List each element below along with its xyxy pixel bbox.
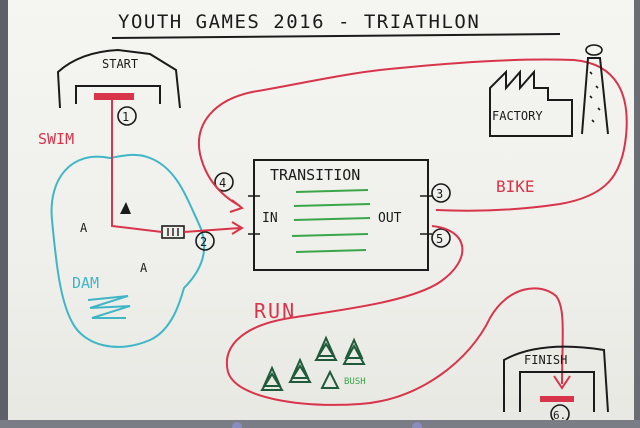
board-edge — [0, 0, 8, 428]
transition-in-label: IN — [262, 211, 278, 226]
svg-text:1: 1 — [122, 110, 129, 124]
transition-label: TRANSITION — [270, 166, 360, 184]
dam-label: DAM — [72, 274, 99, 292]
finish-gate — [503, 345, 609, 413]
transition-area — [248, 159, 432, 271]
bike-label: BIKE — [496, 177, 535, 196]
factory-label: FACTORY — [492, 109, 543, 123]
checkpoint-3: 3 — [431, 183, 451, 203]
checkpoint-5: 5 — [431, 228, 451, 248]
board-edge — [0, 420, 640, 428]
svg-text:6.: 6. — [553, 409, 566, 422]
buoy-marker — [120, 202, 131, 214]
svg-text:3: 3 — [436, 187, 443, 201]
title-underline — [111, 33, 561, 39]
svg-text:4: 4 — [219, 176, 226, 190]
bike-route — [198, 58, 628, 212]
bush-trees — [260, 335, 366, 391]
run-label: RUN — [254, 299, 296, 323]
board-edge — [634, 0, 640, 428]
svg-text:5: 5 — [436, 232, 443, 246]
buoy-marker: A — [140, 261, 148, 275]
swim-label: SWIM — [38, 130, 74, 148]
factory-icon — [489, 44, 609, 137]
bike-rack-lines — [291, 189, 371, 253]
binder-hole — [412, 422, 422, 428]
checkpoint-2: 2 — [195, 231, 215, 251]
water-waves — [87, 295, 131, 319]
finish-label: FINISH — [524, 353, 567, 367]
binder-hole — [232, 422, 242, 428]
diagram-title: YOUTH GAMES 2016 - TRIATHLON — [118, 11, 480, 33]
run-route — [225, 225, 564, 406]
bush-label: BUSH — [344, 377, 366, 387]
checkpoint-1: 1 — [117, 106, 137, 126]
route-to-transition-arrow — [183, 221, 244, 235]
start-label: START — [102, 57, 138, 71]
dam-lake — [50, 153, 206, 348]
checkpoint-4: 4 — [214, 172, 234, 192]
svg-text:2: 2 — [200, 235, 207, 249]
buoy-marker: A — [80, 221, 88, 235]
transition-out-label: OUT — [378, 211, 402, 226]
start-gate — [56, 48, 181, 109]
swim-route — [111, 100, 163, 233]
